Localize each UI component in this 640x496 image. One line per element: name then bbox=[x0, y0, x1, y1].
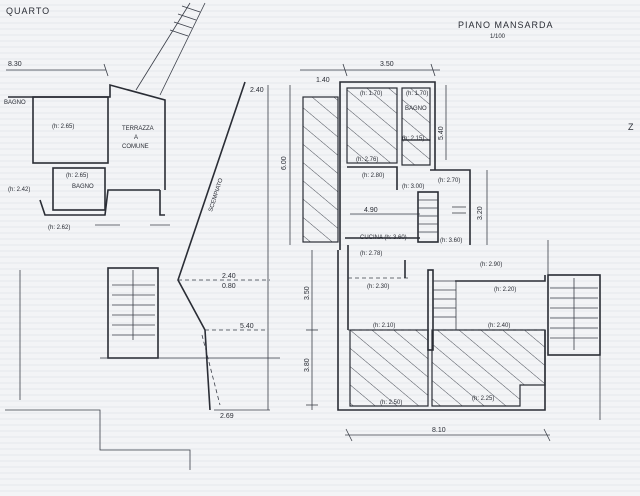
title-block: PIANO MANSARDA 1/100 QUARTO BAGNO bbox=[4, 6, 554, 106]
hatched-room-a bbox=[346, 87, 398, 164]
dim-lower-2: 3.80 bbox=[304, 358, 311, 372]
h-225: (h: 2.25) bbox=[472, 396, 494, 402]
dim-top-left: 1.40 bbox=[316, 77, 330, 84]
left-bath-height: (h: 2.65) bbox=[66, 173, 88, 179]
room-b-height: (h: 1.70) bbox=[406, 91, 428, 97]
main-bath-label: BAGNO bbox=[405, 106, 427, 112]
dim-left-top: 8.30 bbox=[8, 61, 22, 68]
dim-mid: 5.40 bbox=[438, 126, 445, 140]
center-stairs-upper bbox=[417, 191, 439, 243]
h-300: (h: 3.00) bbox=[402, 184, 424, 190]
void-dim-2: 0.80 bbox=[222, 283, 236, 290]
bath-low-height: (h: 2.15) bbox=[402, 136, 424, 142]
right-stairs bbox=[547, 274, 601, 356]
h-276: (h: 2.76) bbox=[356, 157, 378, 163]
left-room-height: (h: 2.65) bbox=[52, 124, 74, 130]
dim-lower-1: 3.50 bbox=[304, 286, 311, 300]
hatched-area-left bbox=[302, 96, 339, 243]
dim-right: 3.20 bbox=[477, 206, 484, 220]
dim-bottom: 8.10 bbox=[432, 427, 446, 434]
left-stair-height: (h: 2.62) bbox=[48, 225, 70, 231]
h-278: (h: 2.78) bbox=[360, 251, 382, 257]
h-280: (h: 2.80) bbox=[362, 173, 384, 179]
edge-bath-label: BAGNO bbox=[4, 100, 26, 106]
h-250: (h: 2.50) bbox=[380, 400, 402, 406]
terrace-label-2: A bbox=[134, 135, 138, 141]
h-220: (h: 2.20) bbox=[494, 287, 516, 293]
dim-left: 6.00 bbox=[281, 156, 288, 170]
void-dim-3: 5.40 bbox=[240, 323, 254, 330]
void-dim-5: 2.40 bbox=[250, 87, 264, 94]
room-a-height: (h: 1.70) bbox=[360, 91, 382, 97]
terrace-label-3: COMUNE bbox=[122, 144, 149, 150]
left-unit: 8.30 (h: 2.65) (h: 2.65) BAGNO TERRAZZA … bbox=[5, 2, 280, 470]
h-240: (h: 2.40) bbox=[488, 323, 510, 329]
hatched-bath bbox=[401, 87, 431, 141]
h-290: (h: 2.90) bbox=[480, 262, 502, 268]
center-stairs-lower bbox=[427, 269, 457, 351]
left-bath-label: BAGNO bbox=[72, 184, 94, 190]
hatched-bath-lower bbox=[401, 139, 431, 166]
left-hall-height: (h: 2.42) bbox=[8, 187, 30, 193]
dim-top: 3.50 bbox=[380, 61, 394, 68]
void-dim-1: 2.40 bbox=[222, 273, 236, 280]
terrace-label-1: TERRAZZA bbox=[122, 126, 154, 132]
h-230: (h: 2.30) bbox=[367, 284, 389, 290]
corner-label: QUARTO bbox=[6, 6, 50, 16]
kitchen-label: CUCINA (h: 3.60) bbox=[360, 235, 407, 241]
left-stairs bbox=[112, 270, 155, 340]
main-unit: 3.50 1.40 6.00 5.40 3.20 4.90 (h: 1.70) … bbox=[281, 61, 601, 442]
left-top-stairs bbox=[169, 5, 201, 37]
dim-inner: 4.90 bbox=[364, 207, 378, 214]
h-210: (h: 2.10) bbox=[373, 323, 395, 329]
plan-title: PIANO MANSARDA bbox=[458, 20, 554, 30]
h-360: (h: 3.60) bbox=[440, 238, 462, 244]
hatched-room-lower-left bbox=[349, 329, 429, 407]
h-270: (h: 2.70) bbox=[438, 178, 460, 184]
plan-scale: 1/100 bbox=[490, 34, 506, 40]
void-dim-4: 2.69 bbox=[220, 413, 234, 420]
edge-mark-z: Z bbox=[628, 122, 635, 132]
